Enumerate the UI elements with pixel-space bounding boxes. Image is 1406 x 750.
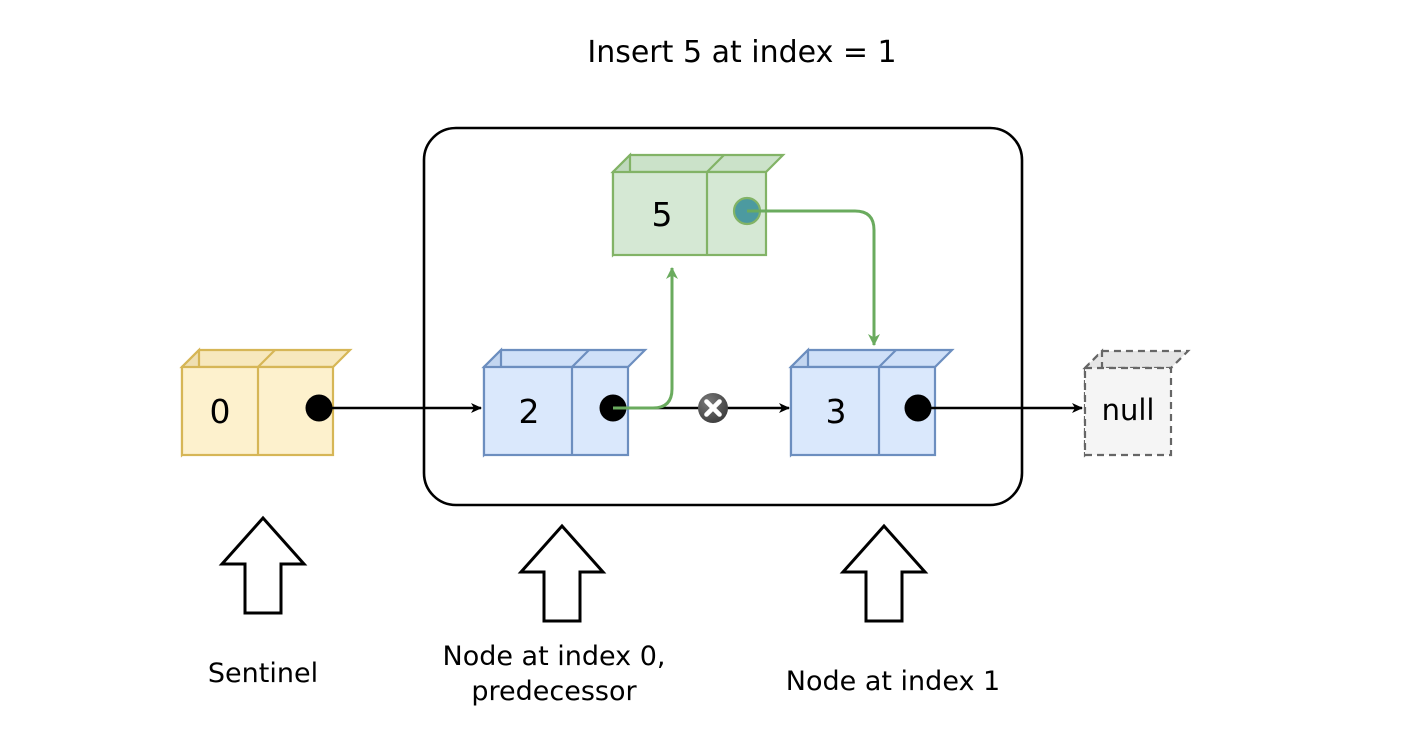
predecessor-caption-line2: predecessor xyxy=(471,676,637,707)
null-terminator: null xyxy=(1082,348,1191,458)
index1-callout-arrow xyxy=(839,523,929,623)
new-node-value: 5 xyxy=(652,195,673,234)
pred-node[interactable]: 2 xyxy=(481,347,648,458)
sentinel-value: 0 xyxy=(210,392,231,431)
pred-node-value: 2 xyxy=(519,392,540,431)
predecessor-caption-line1: Node at index 0, xyxy=(443,641,666,672)
page-title: Insert 5 at index = 1 xyxy=(587,35,896,70)
new-node[interactable]: 5 xyxy=(610,152,786,258)
link-new-node-to-index1 xyxy=(747,209,880,346)
null-label: null xyxy=(1102,393,1155,427)
sentinel-callout-arrow xyxy=(218,515,308,615)
link-pred-to-new-node xyxy=(613,267,678,410)
working-region-container xyxy=(422,126,1024,507)
x-circle-icon xyxy=(698,393,728,423)
predecessor-callout-arrow xyxy=(517,523,607,623)
sentinel-caption: Sentinel xyxy=(208,658,318,689)
index1-node[interactable]: 3 xyxy=(788,347,955,458)
index1-node-value: 3 xyxy=(826,392,847,431)
index1-caption: Node at index 1 xyxy=(786,666,1000,697)
sentinel-node[interactable]: 0 xyxy=(179,347,353,458)
